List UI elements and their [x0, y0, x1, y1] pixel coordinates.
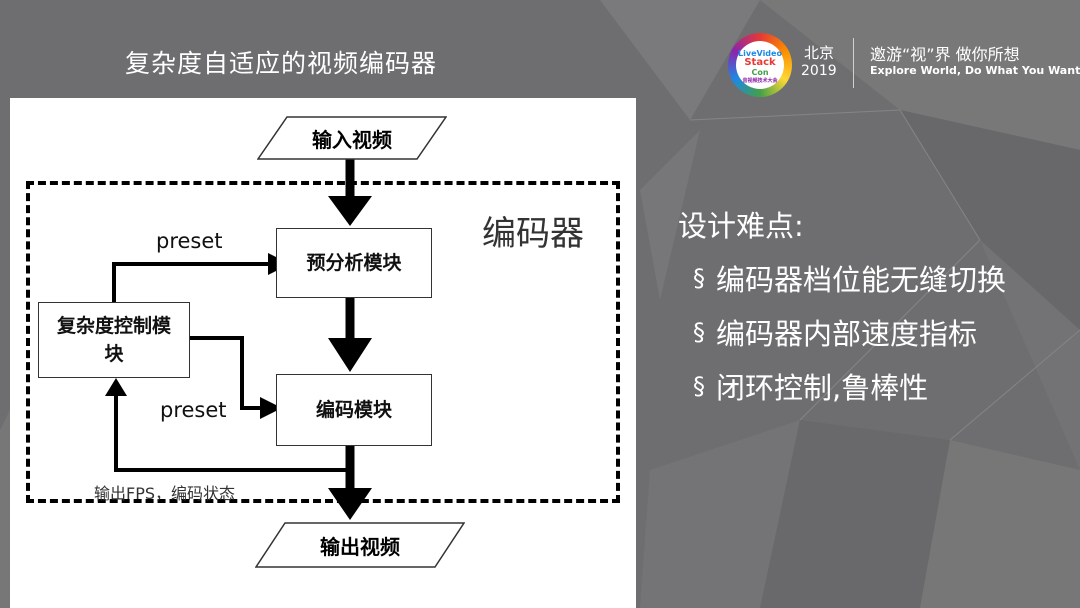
event-slogan-cn: 邀游“视”界 做你所想 — [870, 45, 1020, 64]
header-divider — [853, 38, 854, 88]
input-video-label: 输入视频 — [312, 127, 392, 152]
encoder-frame-label: 编码器 — [482, 214, 584, 254]
section-sign-icon: § — [693, 318, 705, 346]
design-difficulties-list: 设计难点: § 编码器档位能无缝切换 § 编码器内部速度指标 § 闭环控制,鲁棒… — [678, 206, 1006, 420]
list-item-text: 编码器档位能无缝切换 — [716, 263, 1007, 297]
connector-control-to-preanalysis — [112, 262, 272, 302]
feedback-label: 输出FPS，编码状态 — [94, 484, 236, 503]
list-item-text: 闭环控制,鲁棒性 — [716, 371, 929, 405]
output-video-node: 输出视频 — [255, 522, 465, 568]
logo-text-line: LiveVideo — [738, 49, 782, 58]
event-city: 北京 — [804, 44, 835, 62]
pre-analysis-label: 预分析模块 — [306, 252, 402, 274]
connector-feedback-to-control — [114, 394, 348, 472]
preset-label-top: preset — [156, 229, 223, 253]
logo-text-line: Stack — [744, 57, 776, 68]
section-sign-icon: § — [693, 372, 705, 400]
arrowhead-down — [328, 338, 372, 372]
arrowhead-up — [105, 378, 127, 396]
arrowhead-down — [328, 488, 372, 520]
complexity-control-label: 复杂度控制模块 — [56, 315, 171, 365]
complexity-control-module: 复杂度控制模块 — [38, 302, 190, 378]
connector-control-to-encoding — [190, 336, 262, 410]
arrowhead-down — [328, 196, 372, 226]
diagram-connectors — [105, 158, 372, 520]
list-item: § 编码器内部速度指标 — [678, 312, 1006, 352]
event-slogan-en: Explore World, Do What You Want — [870, 64, 1080, 77]
preset-label-bottom: preset — [160, 398, 227, 422]
logo-text-line: Con — [751, 68, 769, 77]
encoder-boundary — [26, 181, 620, 503]
slide-title: 复杂度自适应的视频编码器 — [125, 49, 438, 78]
list-item: § 闭环控制,鲁棒性 — [678, 366, 1006, 406]
list-item-text: 编码器内部速度指标 — [716, 317, 978, 351]
list-item: § 编码器档位能无缝切换 — [678, 258, 1006, 298]
output-video-label: 输出视频 — [320, 534, 400, 559]
input-video-node: 输入视频 — [257, 116, 447, 160]
encoding-label: 编码模块 — [315, 399, 392, 421]
arrowhead-right — [260, 397, 282, 419]
livevideostackcon-logo: LiveVideo Stack Con 音视频技术大会 — [728, 33, 792, 97]
logo-text-line: 音视频技术大会 — [742, 78, 778, 84]
event-year: 2019 — [801, 63, 837, 79]
section-sign-icon: § — [693, 264, 705, 292]
diagram-panel: 输入视频 编码器 预分析模块 编码模块 复杂度控制模块 preset prese… — [10, 98, 636, 608]
list-heading: 设计难点: — [678, 209, 804, 243]
encoding-module: 编码模块 — [276, 374, 432, 446]
pre-analysis-module: 预分析模块 — [276, 228, 432, 298]
